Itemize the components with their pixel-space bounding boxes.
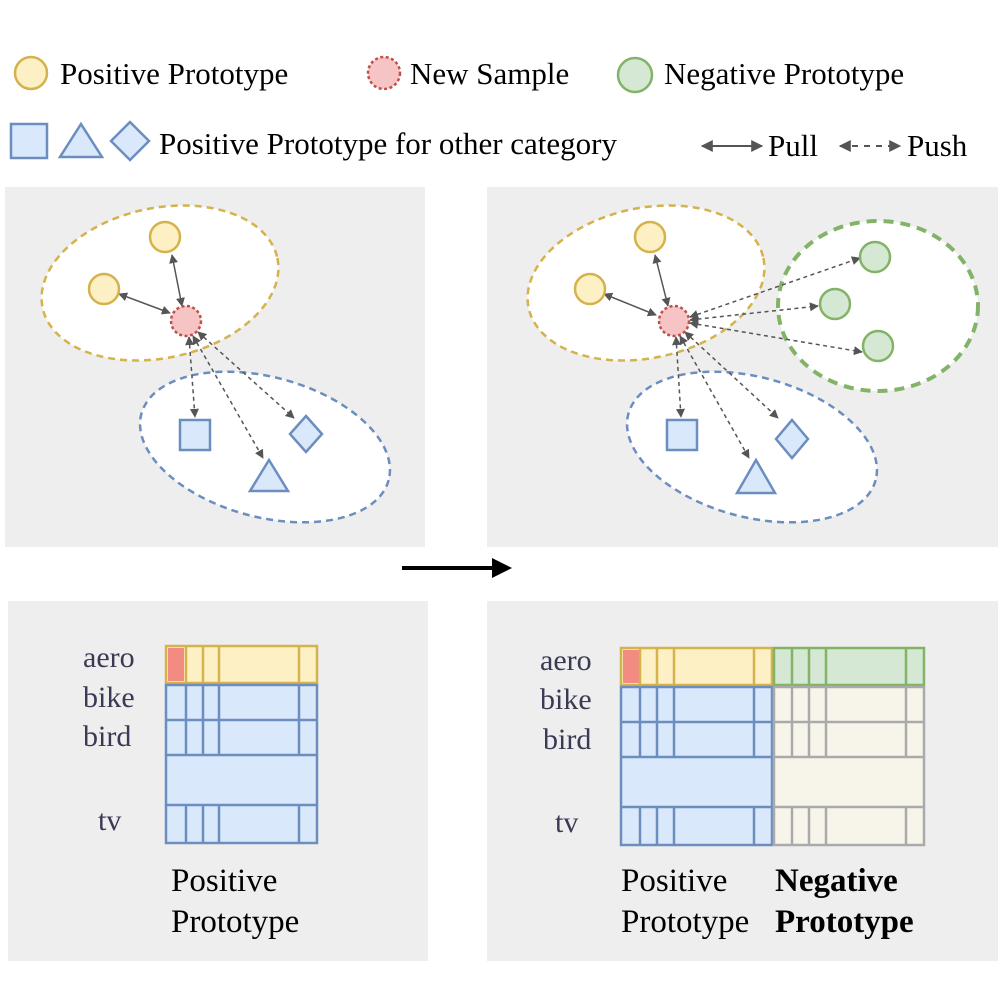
caption-negative-line2: Prototype — [775, 904, 914, 940]
aero-row — [164, 644, 319, 685]
highlight-cell — [623, 650, 639, 683]
push-arrow — [197, 331, 295, 419]
negative-prototype-icon — [616, 56, 654, 94]
new-sample-node — [169, 304, 203, 338]
caption-positive-line1: Positive — [621, 863, 727, 899]
positive-prototype-node — [573, 272, 607, 306]
diamond-node — [774, 418, 810, 460]
push-arrow — [672, 336, 685, 418]
push-arrow — [684, 331, 779, 419]
push-arrow — [689, 302, 819, 324]
diamond-icon — [109, 120, 151, 162]
legend-push: Push — [907, 128, 968, 163]
aero-positive-row — [619, 646, 774, 687]
legend-pull: Pull — [768, 128, 818, 163]
negative-prototype-node — [818, 287, 852, 321]
row-label-tv: tv — [98, 804, 121, 837]
legend-other-category: Positive Prototype for other category — [159, 126, 618, 161]
pull-arrow — [118, 292, 171, 315]
pull-arrow — [603, 292, 657, 317]
square-icon — [9, 122, 49, 160]
positive-cluster — [40, 204, 280, 362]
panel-bottom-left: aero bike bird tv Positiv — [8, 601, 428, 961]
row-label-tv: tv — [555, 806, 578, 839]
new-sample-icon — [366, 55, 402, 91]
highlight-cell — [168, 648, 184, 681]
row-label-aero: aero — [83, 641, 135, 674]
caption-negative-line1: Negative — [775, 863, 898, 899]
negative-prototype-node — [861, 329, 895, 363]
legend-negative-prototype: Negative Prototype — [664, 56, 904, 91]
triangle-node — [734, 457, 778, 495]
row-label-bike: bike — [83, 681, 135, 714]
panel-bottom-right: aero bike bird tv — [487, 601, 998, 961]
row-label-bike: bike — [540, 683, 592, 716]
row-label-bird: bird — [543, 723, 591, 756]
triangle-icon — [57, 121, 105, 159]
positive-prototype-block — [164, 683, 319, 845]
pull-arrow — [652, 254, 671, 307]
caption-positive-line2: Prototype — [621, 904, 749, 940]
aero-negative-row — [772, 646, 926, 687]
positive-prototype-node — [148, 220, 182, 254]
row-label-bird: bird — [83, 720, 131, 753]
legend: Positive Prototype New Sample Negative P… — [9, 55, 968, 163]
legend-positive-prototype: Positive Prototype — [60, 56, 288, 91]
positive-prototype-icon — [13, 55, 49, 91]
push-arrow — [185, 336, 199, 418]
negative-prototype-block — [772, 685, 926, 847]
legend-new-sample: New Sample — [410, 56, 569, 91]
row-label-aero: aero — [540, 644, 592, 677]
panel-top-right — [487, 187, 998, 547]
caption-positive-line1: Positive — [171, 863, 277, 899]
square-node — [178, 418, 212, 452]
triangle-node — [247, 457, 291, 493]
panel-top-left — [5, 187, 425, 547]
negative-prototype-node — [858, 240, 892, 274]
square-node — [665, 418, 699, 452]
pull-arrow — [169, 254, 185, 307]
positive-prototype-block — [619, 685, 774, 847]
diamond-node — [288, 414, 324, 454]
caption-positive-line2: Prototype — [171, 904, 299, 940]
new-sample-node — [657, 304, 691, 338]
positive-prototype-node — [633, 220, 667, 254]
push-arrow — [689, 319, 863, 356]
positive-prototype-node — [87, 272, 121, 306]
